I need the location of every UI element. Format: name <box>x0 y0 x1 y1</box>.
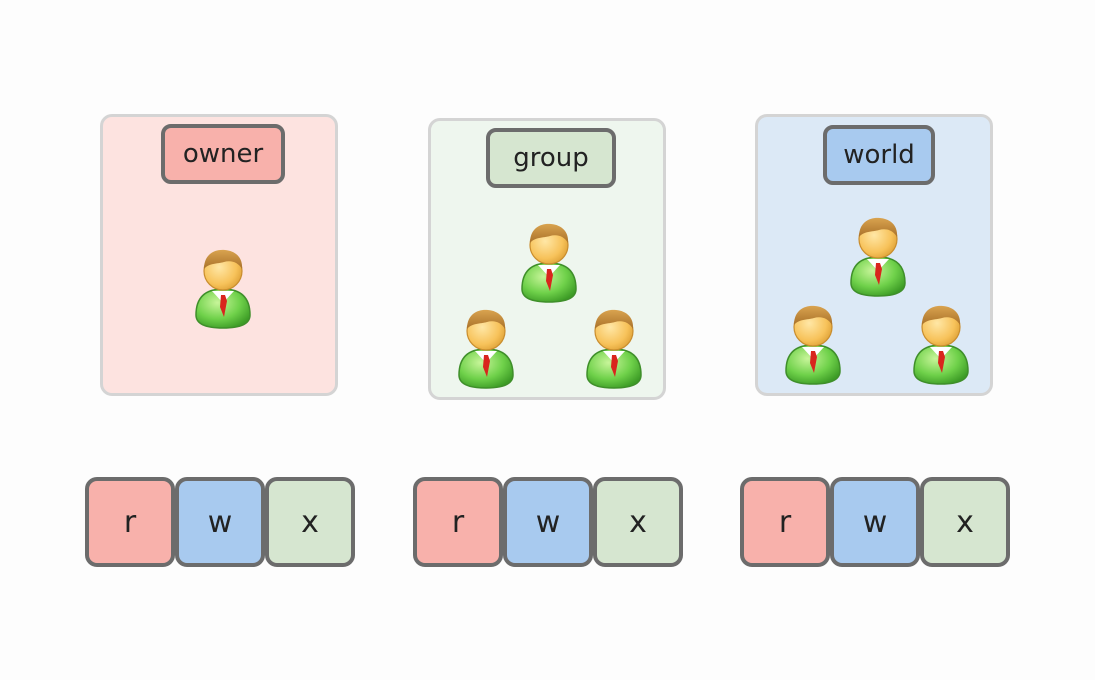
group-write-box: w <box>503 477 593 567</box>
world-read-box: r <box>740 477 830 567</box>
panel-world: world <box>755 114 993 396</box>
user-icon <box>516 219 582 303</box>
user-icon <box>780 301 846 385</box>
owner-read-box: r <box>85 477 175 567</box>
user-icon <box>581 305 647 389</box>
label-group: group <box>486 128 616 188</box>
panel-group: group <box>428 118 666 400</box>
owner-write-box: w <box>175 477 265 567</box>
owner-execute-box: x <box>265 477 355 567</box>
group-read-box: r <box>413 477 503 567</box>
label-world: world <box>823 125 935 185</box>
user-icon <box>845 213 911 297</box>
user-icon <box>453 305 519 389</box>
user-icon <box>190 245 256 329</box>
world-execute-box: x <box>920 477 1010 567</box>
label-owner: owner <box>161 124 285 184</box>
world-write-box: w <box>830 477 920 567</box>
group-execute-box: x <box>593 477 683 567</box>
user-icon <box>908 301 974 385</box>
panel-owner: owner <box>100 114 338 396</box>
